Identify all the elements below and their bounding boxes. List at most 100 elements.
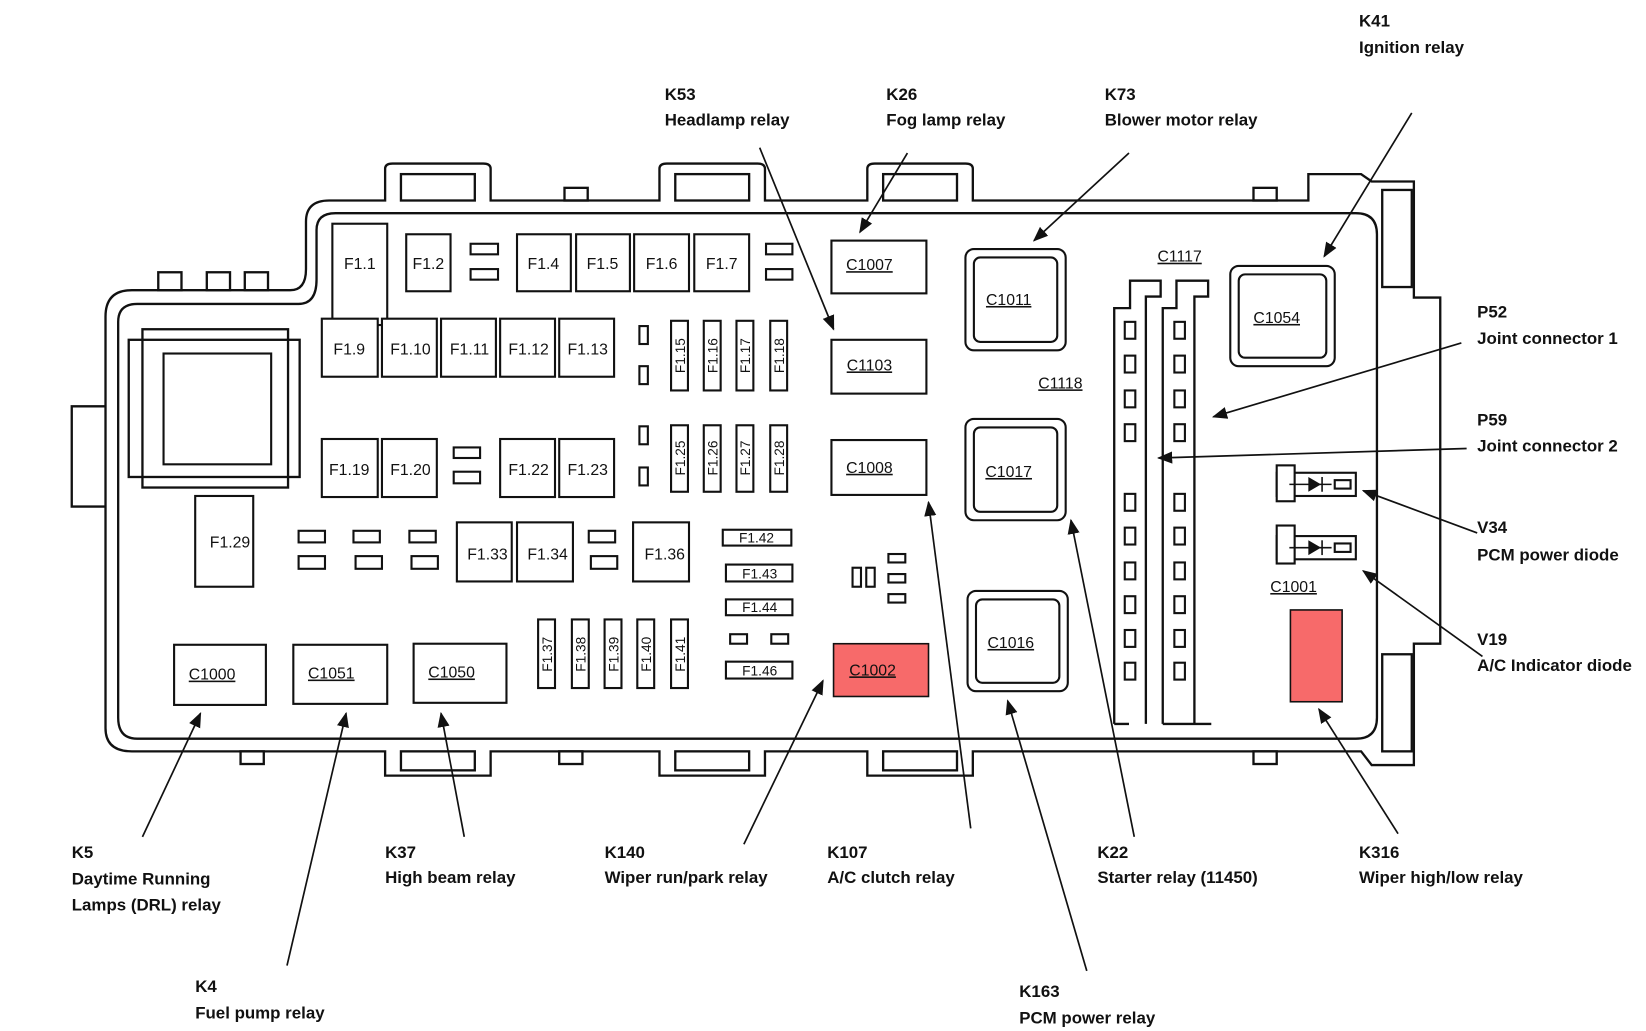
fuse-label: F1.13 [567, 342, 608, 359]
connector-pin [1123, 389, 1137, 409]
connector-label: C1118 [1038, 375, 1082, 392]
fuse-f1-29[interactable] [194, 494, 255, 588]
diode-v34[interactable] [1275, 464, 1357, 503]
fuse-labels: F1.1 F1.2 F1.4 F1.5 F1.6 F1.7 F1.9 F1.10… [210, 256, 787, 678]
fuse-f1-6[interactable] [633, 233, 691, 293]
callout-name: Lamps (DRL) relay [72, 896, 222, 915]
fuse-f1-25[interactable] [670, 424, 689, 493]
fuse-f1-34[interactable] [515, 521, 574, 583]
callout-code: K5 [72, 843, 94, 862]
fuse-label: F1.26 [705, 440, 720, 475]
connector-pin [1123, 661, 1137, 681]
connector-c1000[interactable] [173, 643, 267, 706]
connector-pins [1123, 320, 1186, 681]
fuse-f1-13[interactable] [558, 317, 616, 378]
fuse-f1-33[interactable] [455, 521, 513, 583]
callout-code: K4 [195, 977, 217, 996]
fuse-f1-10[interactable] [380, 317, 438, 378]
fuse-label: F1.19 [329, 462, 370, 479]
callout-code: K41 [1359, 11, 1390, 30]
connector-c1050[interactable] [412, 642, 508, 704]
fuse-f1-17[interactable] [735, 319, 755, 392]
connector-label: C1001 [1270, 579, 1317, 596]
connector-label: C1103 [847, 357, 893, 374]
fuse-f1-41[interactable] [670, 618, 689, 690]
fuse-f1-28[interactable] [769, 424, 789, 493]
fuse-f1-16[interactable] [702, 319, 722, 392]
fuse-label: F1.11 [450, 342, 489, 359]
callout-name: Daytime Running [72, 869, 211, 888]
connector-c1051[interactable] [292, 643, 389, 705]
fuse-f1-40[interactable] [636, 618, 656, 690]
fuse-label: F1.5 [587, 256, 619, 273]
fuse-f1-15[interactable] [670, 319, 689, 392]
connector-pin [1173, 561, 1186, 581]
connector-pin [1173, 526, 1186, 546]
connector-c1007[interactable] [830, 239, 928, 295]
fuse-f1-19[interactable] [320, 437, 379, 499]
connector-pin [1173, 661, 1186, 681]
fuse-f1-42[interactable] [721, 528, 793, 547]
fuse-label: F1.17 [738, 338, 753, 373]
fuse-label: F1.38 [574, 636, 589, 671]
fuse-f1-23[interactable] [558, 437, 616, 499]
callout-name: Wiper high/low relay [1359, 868, 1524, 887]
fuse-f1-12[interactable] [499, 317, 557, 378]
fuse-label: F1.25 [673, 440, 688, 475]
connector-label: C1008 [846, 460, 893, 477]
fuse-f1-27[interactable] [735, 424, 755, 493]
fuse-f1-18[interactable] [769, 319, 789, 392]
fuse-label: F1.43 [742, 566, 777, 581]
connector-c1117-c1118[interactable] [1113, 279, 1212, 726]
connector-pin [1123, 492, 1137, 512]
diode-v19[interactable] [1275, 524, 1357, 565]
connector-pin [1123, 526, 1137, 546]
fuse-f1-11[interactable] [439, 317, 497, 378]
fuse-f1-46[interactable] [724, 660, 794, 680]
fuse-f1-1[interactable] [331, 222, 389, 327]
connector-c1008[interactable] [830, 438, 928, 496]
fuse-f1-5[interactable] [575, 233, 631, 293]
fuse-f1-9[interactable] [320, 317, 379, 378]
connector-label: C1011 [986, 292, 1032, 309]
callout-code: K316 [1359, 843, 1399, 862]
connector-c1016[interactable] [966, 589, 1069, 693]
fuse-f1-2[interactable] [405, 233, 452, 293]
connector-pin [1123, 354, 1137, 374]
callout-code: V19 [1477, 630, 1507, 649]
connector-c1011[interactable] [964, 247, 1067, 352]
connector-pin [1173, 595, 1186, 615]
fuse-f1-20[interactable] [380, 437, 438, 499]
connector-pin [1173, 320, 1186, 340]
fuse-f1-36[interactable] [632, 521, 691, 583]
connector-c1103[interactable] [830, 338, 928, 395]
fuse-f1-7[interactable] [693, 233, 751, 293]
connector-pin [1123, 595, 1137, 615]
fuse-f1-39[interactable] [603, 618, 623, 690]
callout-code: K53 [665, 85, 696, 104]
fuse-f1-44[interactable] [724, 598, 794, 617]
connector-label: C1117 [1158, 249, 1202, 266]
connector-c1054[interactable] [1229, 264, 1336, 368]
mounting-clip [127, 328, 301, 489]
connector-c1001[interactable] [1289, 609, 1343, 703]
callout-name: PCM power diode [1477, 545, 1619, 564]
fuse-label: F1.6 [646, 256, 678, 273]
connector-c1017[interactable] [964, 417, 1067, 522]
fuse-f1-43[interactable] [724, 563, 794, 583]
fuse-f1-38[interactable] [570, 618, 590, 690]
connector-c1002[interactable] [832, 642, 930, 698]
fuse-f1-26[interactable] [702, 424, 722, 493]
callout-name: A/C Indicator diode [1477, 656, 1632, 675]
fuse-f1-22[interactable] [499, 437, 557, 499]
fuse-f1-4[interactable] [515, 233, 572, 293]
fuse-label: F1.12 [508, 342, 548, 359]
fuse-f1-37[interactable] [537, 618, 557, 690]
